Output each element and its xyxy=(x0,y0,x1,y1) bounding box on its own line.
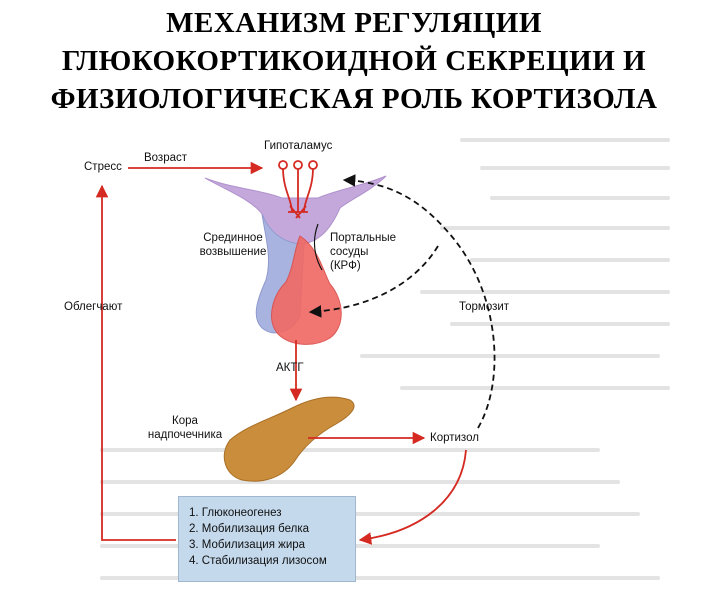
effect-item: 1. Глюконеогенез xyxy=(189,507,282,519)
adrenal-cortex-line-1: Кора xyxy=(172,415,198,427)
portal-vessel-line xyxy=(313,223,323,271)
inhibit-label: Тормозит xyxy=(459,301,510,313)
effects-to-stress-loop xyxy=(95,184,176,541)
page-title: МЕХАНИЗМ РЕГУЛЯЦИИ ГЛЮКОКОРТИКОИДНОЙ СЕК… xyxy=(0,4,708,118)
acth-label: АКТГ xyxy=(276,362,304,374)
median-eminence-label: Срединное возвышение xyxy=(198,231,268,259)
anterior-pituitary-shape xyxy=(271,235,342,345)
portal-vessels-line-1: Портальные xyxy=(330,232,397,244)
inhibit-hypothalamus-dashed-arrow xyxy=(342,174,496,429)
cortisol-effects-list: 1. Глюконеогенез 2. Мобилизация белка 3.… xyxy=(179,497,355,569)
portal-vessels-label: Портальные сосуды (КРФ) xyxy=(330,231,396,273)
adrenal-cortex-shape xyxy=(223,396,355,482)
inhibit-pituitary-dashed-arrow xyxy=(308,245,439,318)
title-line-3: ФИЗИОЛОГИЧЕСКАЯ РОЛЬ КОРТИЗОЛА xyxy=(50,83,658,115)
title-line-2: ГЛЮКОКОРТИКОИДНОЙ СЕКРЕЦИИ И xyxy=(61,45,647,77)
portal-vessels-line-3: (КРФ) xyxy=(330,260,361,272)
effect-item: 2. Мобилизация белка xyxy=(189,523,309,535)
neuron-terminals xyxy=(278,160,318,219)
median-eminence-line-1: Срединное xyxy=(203,232,263,244)
cortisol-to-effects-arrow xyxy=(358,449,467,545)
cortisol-label: Кортизол xyxy=(430,432,479,444)
facilitate-label: Облегчают xyxy=(64,301,123,313)
title-line-1: МЕХАНИЗМ РЕГУЛЯЦИИ xyxy=(166,7,542,39)
median-eminence-line-2: возвышение xyxy=(199,246,267,258)
effect-item: 3. Мобилизация жира xyxy=(189,539,306,551)
portal-vessels-line-2: сосуды xyxy=(330,246,369,258)
adrenal-cortex-label: Кора надпочечника xyxy=(146,414,224,442)
stress-label: Стресс xyxy=(84,161,122,173)
age-label: Возраст xyxy=(144,152,188,164)
cortisol-effects-box: 1. Глюконеогенез 2. Мобилизация белка 3.… xyxy=(178,496,356,582)
hypothalamus-label: Гипоталамус xyxy=(264,140,333,152)
effect-item: 4. Стабилизация лизосом xyxy=(189,555,327,567)
adrenal-cortex-line-2: надпочечника xyxy=(147,429,223,441)
